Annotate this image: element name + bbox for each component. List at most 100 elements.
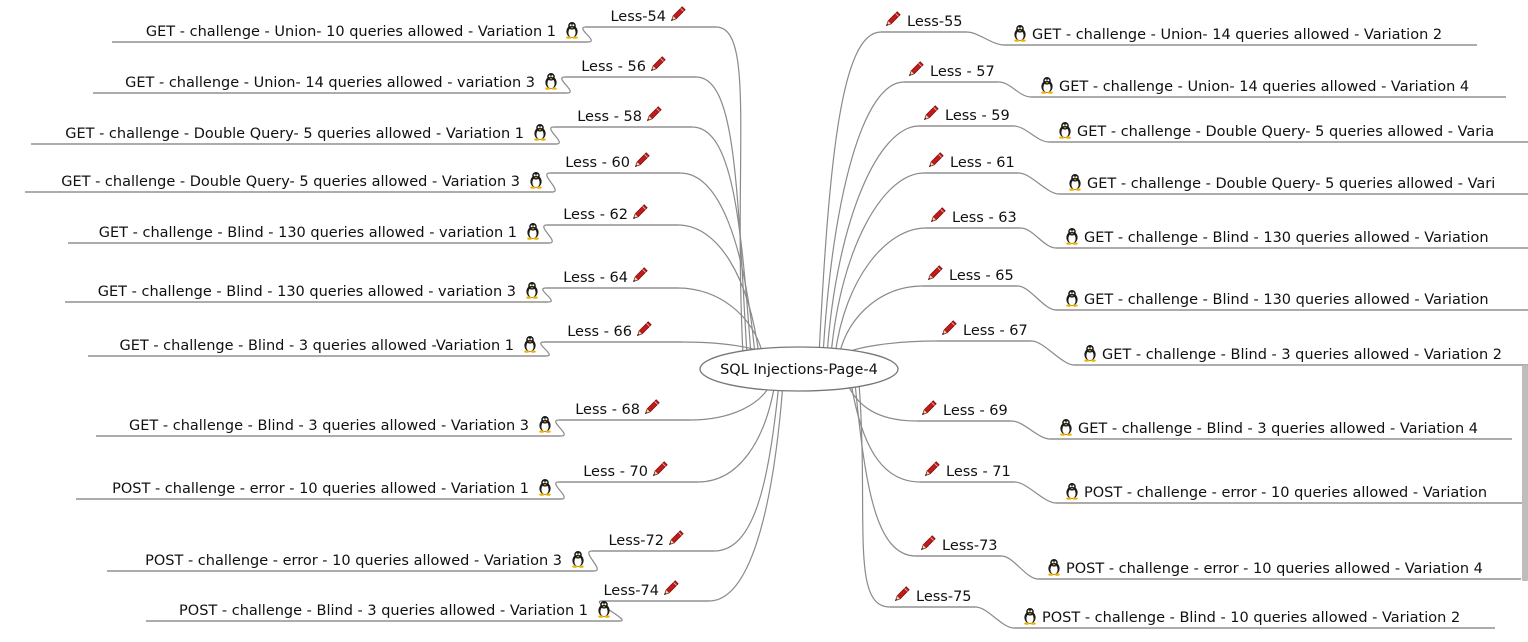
left-branch-6[interactable]: Less - 64 GET - challenge - Blind - 130 q… xyxy=(98,267,648,300)
less-node[interactable]: Less-55 xyxy=(886,11,963,30)
right-branch-3[interactable]: Less - 59 GET - challenge - Double Query-… xyxy=(924,105,1495,140)
pencil-icon xyxy=(647,106,662,121)
task-node[interactable]: GET - challenge - Union- 14 queries allo… xyxy=(1041,77,1469,95)
linux-tux-icon xyxy=(1014,25,1026,42)
less-label: Less - 69 xyxy=(943,403,1008,419)
less-node[interactable]: Less - 57 xyxy=(909,61,995,80)
less-node[interactable]: Less-54 xyxy=(610,6,686,25)
node-underlines xyxy=(25,26,1528,629)
vertical-scrollbar[interactable] xyxy=(1522,365,1528,581)
task-node[interactable]: POST - challenge - error - 10 queries al… xyxy=(1066,483,1487,501)
less-node[interactable]: Less-72 xyxy=(608,530,684,549)
left-branch-8[interactable]: Less - 68 GET - challenge - Blind - 3 que… xyxy=(129,399,660,434)
less-node[interactable]: Less - 62 xyxy=(563,204,648,223)
less-node[interactable]: Less - 65 xyxy=(928,265,1014,284)
right-branch-4[interactable]: Less - 61 GET - challenge - Double Query-… xyxy=(929,152,1496,192)
task-node[interactable]: GET - challenge - Blind - 130 queries al… xyxy=(1066,228,1489,246)
pencil-icon xyxy=(664,580,679,595)
pencil-icon xyxy=(635,152,650,167)
task-label: GET - challenge - Double Query- 5 querie… xyxy=(1087,176,1495,192)
less-node[interactable]: Less-74 xyxy=(603,580,679,599)
task-node[interactable]: GET - challenge - Double Query- 5 querie… xyxy=(1069,174,1495,192)
pencil-icon xyxy=(931,207,946,222)
less-node[interactable]: Less-75 xyxy=(895,586,972,605)
less-node[interactable]: Less - 58 xyxy=(577,106,662,125)
task-node[interactable]: POST - challenge - Blind - 3 queries all… xyxy=(179,601,610,619)
linux-tux-icon xyxy=(1066,228,1078,245)
task-node[interactable]: GET - challenge - Double Query- 5 querie… xyxy=(65,124,546,142)
pencil-icon xyxy=(925,461,940,476)
task-node[interactable]: GET - challenge - Blind - 130 queries al… xyxy=(99,223,539,241)
less-node[interactable]: Less - 69 xyxy=(922,400,1008,419)
task-node[interactable]: GET - challenge - Blind - 130 queries al… xyxy=(98,282,538,300)
task-node[interactable]: GET - challenge - Union- 14 queries allo… xyxy=(1014,25,1442,43)
linux-tux-icon xyxy=(539,479,551,496)
central-node-label: SQL Injections-Page-4 xyxy=(720,362,878,378)
less-node[interactable]: Less - 59 xyxy=(924,105,1010,124)
task-label: GET - challenge - Blind - 130 queries al… xyxy=(98,284,516,300)
less-node[interactable]: Less - 68 xyxy=(575,399,660,418)
less-node[interactable]: Less - 64 xyxy=(563,267,648,286)
left-branch-4[interactable]: Less - 60 GET - challenge - Double Query-… xyxy=(61,152,650,190)
less-node[interactable]: Less - 70 xyxy=(583,461,668,480)
right-branch-9[interactable]: Less - 71 POST - challenge - error - 10 q… xyxy=(925,461,1488,501)
linux-tux-icon xyxy=(1024,608,1036,625)
linux-tux-icon xyxy=(1084,345,1096,362)
task-node[interactable]: POST - challenge - Blind - 10 queries al… xyxy=(1024,608,1460,626)
pencil-icon xyxy=(886,11,901,26)
less-label: Less - 57 xyxy=(930,64,995,80)
less-node[interactable]: Less - 71 xyxy=(925,461,1011,480)
less-node[interactable]: Less - 67 xyxy=(942,320,1028,339)
pencil-icon xyxy=(909,61,924,76)
less-node[interactable]: Less - 60 xyxy=(565,152,650,171)
left-branch-5[interactable]: Less - 62 GET - challenge - Blind - 130 q… xyxy=(99,204,648,241)
task-label: GET - challenge - Blind - 130 queries al… xyxy=(1084,230,1489,246)
task-node[interactable]: POST - challenge - error - 10 queries al… xyxy=(145,551,584,569)
task-node[interactable]: GET - challenge - Double Query- 5 querie… xyxy=(1059,122,1494,140)
task-label: GET - challenge - Blind - 3 queries allo… xyxy=(129,418,529,434)
task-node[interactable]: GET - challenge - Blind - 3 queries allo… xyxy=(119,336,536,354)
left-branch-2[interactable]: Less - 56 GET - challenge - Union- 14 que… xyxy=(125,56,666,91)
right-branch-5[interactable]: Less - 63 GET - challenge - Blind - 130 q… xyxy=(931,207,1489,246)
less-label: Less - 61 xyxy=(950,155,1015,171)
task-node[interactable]: GET - challenge - Union- 10 queries allo… xyxy=(146,22,578,40)
task-label: POST - challenge - Blind - 3 queries all… xyxy=(179,603,588,619)
less-node[interactable]: Less - 56 xyxy=(581,56,666,75)
linux-tux-icon xyxy=(572,551,584,568)
task-label: GET - challenge - Blind - 3 queries allo… xyxy=(1102,347,1502,363)
pencil-icon xyxy=(922,400,937,415)
less-node[interactable]: Less-73 xyxy=(921,535,998,554)
task-node[interactable]: GET - challenge - Blind - 130 queries al… xyxy=(1066,290,1489,308)
right-branch-7[interactable]: Less - 67 GET - challenge - Blind - 3 que… xyxy=(942,320,1502,363)
left-branch-7[interactable]: Less - 66 GET - challenge - Blind - 3 que… xyxy=(119,321,652,354)
right-branch-8[interactable]: Less - 69 GET - challenge - Blind - 3 que… xyxy=(922,400,1478,437)
task-node[interactable]: GET - challenge - Double Query- 5 querie… xyxy=(61,172,542,190)
less-label: Less - 65 xyxy=(949,268,1014,284)
task-label: POST - challenge - error - 10 queries al… xyxy=(112,481,529,497)
central-node[interactable]: SQL Injections-Page-4 xyxy=(699,346,899,392)
linux-tux-icon xyxy=(524,336,536,353)
right-branch-6[interactable]: Less - 65 GET - challenge - Blind - 130 q… xyxy=(928,265,1489,308)
less-node[interactable]: Less - 63 xyxy=(931,207,1017,226)
task-node[interactable]: GET - challenge - Blind - 3 queries allo… xyxy=(129,416,551,434)
task-node[interactable]: GET - challenge - Union- 14 queries allo… xyxy=(125,73,557,91)
less-node[interactable]: Less - 61 xyxy=(929,152,1015,171)
task-node[interactable]: POST - challenge - error - 10 queries al… xyxy=(112,479,551,497)
less-node[interactable]: Less - 66 xyxy=(567,321,652,340)
right-branch-2[interactable]: Less - 57 GET - challenge - Union- 14 que… xyxy=(909,61,1470,95)
task-node[interactable]: POST - challenge - error - 10 queries al… xyxy=(1048,559,1483,577)
pencil-icon xyxy=(924,105,939,120)
left-branch-3[interactable]: Less - 58 GET - challenge - Double Query-… xyxy=(65,106,662,142)
task-node[interactable]: GET - challenge - Blind - 3 queries allo… xyxy=(1084,345,1502,363)
left-branch-9[interactable]: Less - 70 POST - challenge - error - 10 q… xyxy=(112,461,668,497)
task-label: GET - challenge - Union- 14 queries allo… xyxy=(1059,79,1469,95)
task-node[interactable]: GET - challenge - Blind - 3 queries allo… xyxy=(1060,419,1478,437)
linux-tux-icon xyxy=(1059,122,1071,139)
